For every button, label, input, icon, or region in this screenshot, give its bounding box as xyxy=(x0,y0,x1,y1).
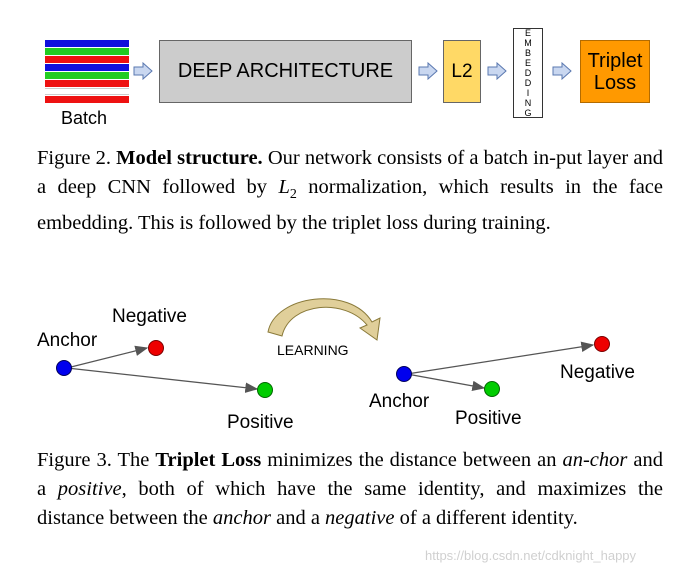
arrow-right-icon xyxy=(487,62,507,80)
embedding-letter: M xyxy=(524,38,532,48)
caption-text: of a different identity. xyxy=(394,507,578,529)
batch-stripe xyxy=(45,40,129,47)
embedding-box: E M B E D D I N G xyxy=(513,28,543,118)
anchor-label: Anchor xyxy=(369,391,430,412)
caption-bold: Triplet Loss xyxy=(155,449,262,471)
anchor-positive-line xyxy=(66,367,259,393)
batch-stack-icon xyxy=(45,40,129,104)
embedding-letter: B xyxy=(524,48,531,58)
negative-label: Negative xyxy=(112,306,187,327)
triplet-loss-box: Triplet Loss xyxy=(580,40,650,103)
caption-italic: negative xyxy=(325,507,395,529)
negative-node xyxy=(594,336,610,352)
caption-italic: an-chor xyxy=(562,449,628,471)
anchor-label: Anchor xyxy=(37,330,98,351)
anchor-positive-line xyxy=(406,373,486,392)
arrow-right-icon xyxy=(552,62,572,80)
math-symbol: L xyxy=(278,176,290,198)
embedding-letter: E xyxy=(524,28,531,38)
embedding-letter: D xyxy=(524,68,532,78)
deep-architecture-box: DEEP ARCHITECTURE xyxy=(159,40,412,103)
anchor-negative-line xyxy=(406,341,595,375)
l2-box: L2 xyxy=(443,40,481,103)
caption-bold: Model structure. xyxy=(116,147,263,169)
caption-text: normalization, which results in the face… xyxy=(37,176,663,235)
batch-stripe xyxy=(45,80,129,87)
caption-prefix: Figure 3. The xyxy=(37,449,156,471)
batch-stripe xyxy=(45,64,129,71)
positive-node xyxy=(484,381,500,397)
caption-prefix: Figure 2. xyxy=(37,147,117,169)
figure2-caption: Figure 2. Model structure. Our network c… xyxy=(37,144,663,238)
learning-label: LEARNING xyxy=(277,342,349,358)
caption-italic: positive xyxy=(57,478,122,500)
batch-label: Batch xyxy=(61,108,108,128)
positive-label: Positive xyxy=(227,412,294,433)
learning-arrow-icon xyxy=(267,298,381,341)
anchor-negative-line xyxy=(66,345,149,369)
triplet-diagram xyxy=(56,298,610,398)
embedding-letter: N xyxy=(524,98,532,108)
batch-stripe xyxy=(45,88,129,95)
batch-stripe xyxy=(45,72,129,79)
embedding-letter: D xyxy=(524,78,532,88)
caption-text: and a xyxy=(37,449,663,500)
negative-label: Negative xyxy=(560,362,635,383)
caption-text: Our network consists of a batch in-put l… xyxy=(37,147,663,198)
caption-text: minimizes the distance between an xyxy=(261,449,563,471)
embedding-letter: I xyxy=(526,88,530,98)
anchor-node xyxy=(56,360,72,376)
caption-text: , both of which have the same identity, … xyxy=(37,478,663,529)
math-subscript: 2 xyxy=(289,187,297,203)
watermark: https://blog.csdn.net/cdknight_happy xyxy=(425,548,637,563)
triplet-label: Triplet xyxy=(587,49,643,72)
caption-italic: anchor xyxy=(212,507,271,529)
negative-node xyxy=(148,340,164,356)
anchor-node xyxy=(396,366,412,382)
arrow-right-icon xyxy=(133,62,153,80)
figure3-caption: Figure 3. The Triplet Loss minimizes the… xyxy=(37,446,663,533)
batch-stripe xyxy=(45,96,129,103)
embedding-letter: G xyxy=(524,108,532,118)
batch-stripe xyxy=(45,48,129,55)
batch-stripe xyxy=(45,56,129,63)
positive-node xyxy=(257,382,273,398)
positive-label: Positive xyxy=(455,408,522,429)
caption-text: and a xyxy=(270,507,326,529)
loss-label: Loss xyxy=(593,71,637,94)
arrow-right-icon xyxy=(418,62,438,80)
embedding-letter: E xyxy=(524,58,531,68)
